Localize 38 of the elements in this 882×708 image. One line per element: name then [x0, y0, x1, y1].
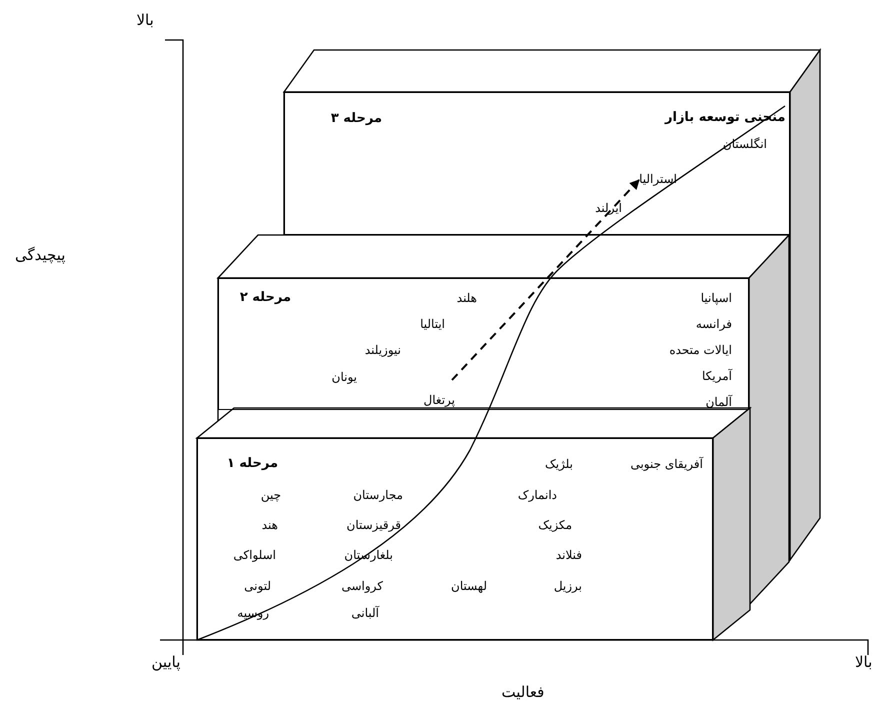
country-label: هلند — [456, 290, 477, 306]
axis-label: بالا — [136, 11, 154, 29]
country-label: برزیل — [554, 578, 582, 594]
stage-heading: مرحله ۲ — [240, 290, 291, 306]
country-label: استرالیا — [639, 171, 677, 187]
country-label: نیوزیلند — [364, 342, 401, 358]
axis-label: پیچیدگی — [15, 246, 66, 264]
country-label: یونان — [332, 369, 357, 385]
country-label: کرواسی — [341, 578, 383, 594]
country-label: چین — [260, 487, 281, 503]
country-label: هند — [262, 517, 278, 533]
axis-label: پایین — [152, 653, 180, 671]
arrow — [451, 179, 640, 381]
axis-label: بالا — [855, 653, 872, 671]
axis-label: فعالیت — [502, 683, 544, 701]
stage-heading: مرحله ۳ — [330, 111, 382, 127]
country-label: فنلاند — [556, 547, 582, 563]
country-label: پرتغال — [424, 392, 455, 408]
country-label: قرقیزستان — [346, 517, 401, 533]
country-label: اسلواکی — [233, 547, 276, 563]
country-label: لهستان — [451, 578, 487, 594]
stage-block — [197, 438, 713, 640]
country-label: اسپانیا — [700, 290, 732, 306]
country-label: لتونی — [244, 578, 271, 594]
country-label: آفریقای جنوبی — [630, 456, 703, 472]
country-label: بلژیک — [544, 456, 573, 472]
country-label: مکزیک — [538, 517, 572, 533]
country-label: مجارستان — [353, 487, 403, 503]
stage-heading: مرحله ۱ — [226, 456, 278, 472]
country-label: ایرلند — [595, 200, 622, 216]
country-label: فرانسه — [696, 316, 732, 332]
stage-block — [284, 92, 790, 235]
country-label: ایالات متحده آمریکا — [668, 342, 732, 385]
country-label: آلبانی — [351, 605, 379, 621]
country-label: ایتالیا — [420, 316, 445, 332]
stage-block — [218, 278, 749, 410]
country-label: آلمان — [706, 394, 732, 410]
country-label: دانمارک — [518, 487, 557, 503]
